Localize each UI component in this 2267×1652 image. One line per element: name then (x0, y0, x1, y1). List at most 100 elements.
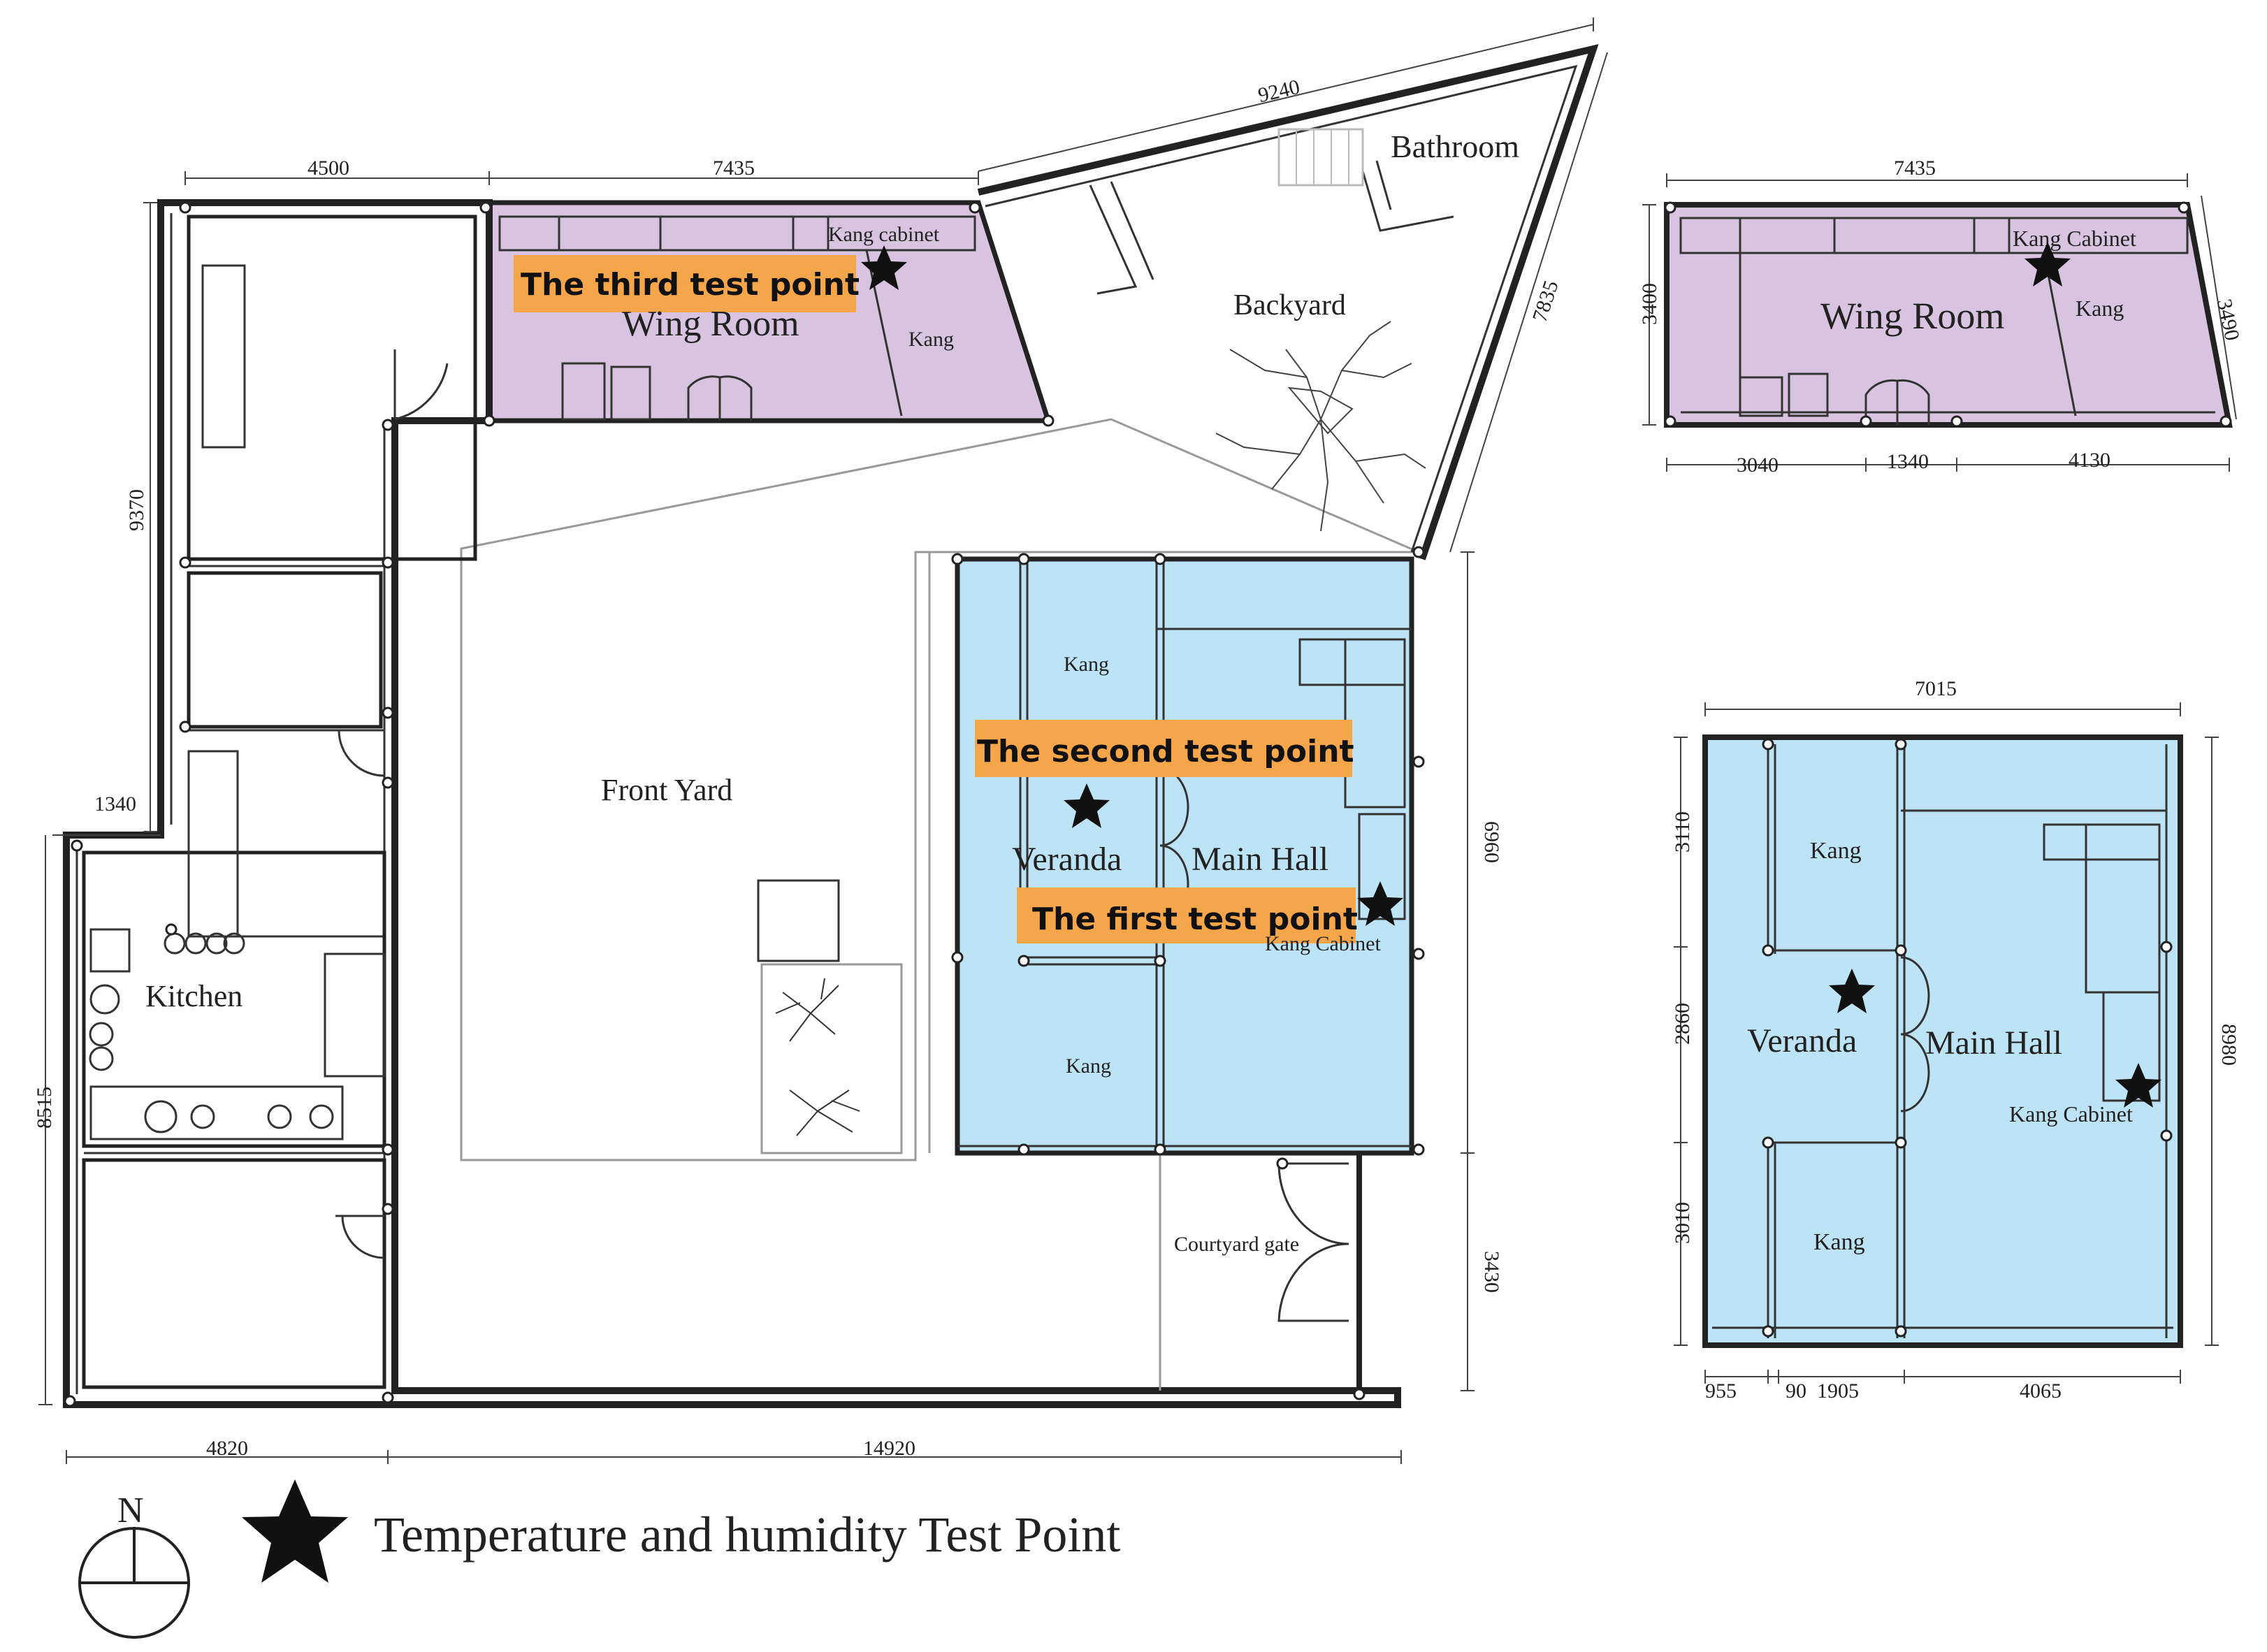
front-yard-label: Front Yard (601, 773, 732, 807)
second-test-point-label: The second test point (977, 734, 1354, 769)
south-west-room (82, 1158, 386, 1389)
wing-detail-strip (1679, 217, 2189, 254)
third-test-point-highlight (514, 255, 856, 312)
stove-burner (190, 1104, 215, 1129)
kitchen-counter (187, 750, 239, 938)
door-swing (335, 1215, 385, 1259)
north-label: N (117, 1491, 144, 1530)
cabinet (89, 928, 131, 973)
wing-detail-room-label: Wing Room (1820, 295, 2004, 337)
main-hall-area (955, 556, 1414, 1156)
hall-detail-dim-bottom-a: 955 (1705, 1379, 1737, 1403)
wing-kang-label: Kang (908, 328, 954, 351)
legend: N Temperature and humidity Test Point (78, 1479, 1120, 1639)
dim-top-left: 4500 (307, 157, 349, 180)
planter-bed (760, 963, 903, 1154)
west-storage-room (187, 215, 477, 561)
dim-left-upper: 9370 (125, 489, 148, 531)
bathroom-stair (1277, 128, 1364, 187)
wing-detail-kang-divider (2043, 252, 2077, 416)
veranda-label: Veranda (1012, 841, 1122, 878)
stove-burner (267, 1104, 292, 1129)
dim-left-step: 1340 (94, 792, 136, 816)
wing-detail-dimension-lines (1642, 173, 2237, 472)
jar (184, 932, 207, 955)
wing-box (610, 365, 651, 421)
dim-right-gate: 3430 (1480, 1251, 1503, 1293)
wing-detail-door (1864, 379, 1930, 425)
wing-kang-divider (865, 249, 903, 416)
door-swing (335, 729, 385, 777)
hall-detail-dim-bottom-b: 90 (1786, 1379, 1806, 1403)
legend-label: Temperature and humidity Test Point (374, 1507, 1120, 1563)
jar (89, 984, 120, 1015)
dim-bottom-right: 14920 (863, 1437, 915, 1460)
hall-kang-cabinet-label: Kang Cabinet (1265, 932, 1381, 955)
hall-detail-dim-left-b: 2860 (1671, 1003, 1694, 1045)
main-dimension-lines (38, 17, 1608, 1464)
wing-detail-dim-bottom-a: 3040 (1737, 454, 1779, 477)
backyard-tree-icon (1215, 321, 1426, 532)
hall-detail-dim-bottom-d: 4065 (2020, 1379, 2062, 1403)
dim-left-lower: 8515 (33, 1087, 56, 1129)
hall-detail-kang-south-label: Kang (1813, 1229, 1865, 1255)
courtyard-gate-label: Courtyard gate (1174, 1233, 1299, 1256)
wing-detail-dim-bottom-c: 4130 (2069, 449, 2110, 472)
wing-detail-dim-right: 3490 (2212, 297, 2244, 343)
hall-detail-dim-bottom-c: 1905 (1817, 1379, 1859, 1403)
wing-detail-dim-top: 7435 (1894, 157, 1936, 180)
jar (89, 1046, 114, 1071)
hall-detail-dim-right: 8980 (2217, 1024, 2240, 1066)
wing-box (561, 362, 606, 421)
jar (164, 932, 186, 955)
dim-diagonal-right: 7835 (1528, 278, 1563, 325)
first-test-point-label: The first test point (1032, 901, 1358, 937)
second-test-point-highlight (975, 720, 1352, 777)
hall-detail-kang-north-label: Kang (1810, 838, 1862, 864)
main-hall-label: Main Hall (1192, 841, 1328, 878)
wing-detail-dim-left: 3400 (1638, 283, 1661, 325)
kang-cabinet-block (1358, 813, 1406, 920)
dim-top-wing: 7435 (713, 157, 755, 180)
stove-burner (309, 1104, 334, 1129)
west-wing-walls (63, 199, 1401, 1408)
hall-detail-dimension-lines (1674, 702, 2219, 1384)
hall-detail-kang-cabinet-label: Kang Cabinet (2009, 1101, 2133, 1126)
door-swing (393, 349, 449, 421)
wing-detail-kang-cabinet-label: Kang Cabinet (2013, 226, 2136, 251)
hall-detail-dim-left-c: 3010 (1671, 1202, 1694, 1244)
third-test-point-label: The third test point (521, 267, 860, 303)
kitchen-shelf (324, 952, 386, 1078)
jar (205, 932, 228, 955)
dim-diagonal-top: 9240 (1256, 75, 1302, 108)
wing-room-label: Wing Room (622, 304, 799, 344)
wing-cabinet-strip (498, 215, 976, 252)
legend-star-icon (242, 1479, 348, 1583)
bathroom-label: Bathroom (1391, 129, 1519, 164)
planter-box (757, 879, 840, 962)
wing-detail-kang-label: Kang (2076, 296, 2124, 321)
wing-detail-box (1739, 376, 1783, 417)
dim-right-hall: 6960 (1480, 821, 1503, 863)
hall-detail-veranda-label: Veranda (1747, 1022, 1857, 1059)
main-floor-plan: Bathroom Backyard Wing Room Kang Kang ca… (33, 17, 1608, 1464)
main-hall-detail: Kang Kang Veranda Main Hall Kang Cabinet… (1671, 677, 2240, 1403)
hall-detail-dim-left-a: 3110 (1671, 811, 1694, 853)
wing-detail-box (1788, 372, 1829, 417)
hall-kang-north-label: Kang (1064, 653, 1109, 676)
courtyard-gate-door (1277, 1162, 1349, 1322)
jar (89, 1022, 114, 1047)
stove-burner (144, 1100, 178, 1133)
bathroom-wall (1361, 160, 1454, 232)
hall-kang-south-label: Kang (1066, 1055, 1111, 1078)
planter-plant-icon (775, 978, 860, 1136)
wing-kang-cabinet-label: Kang cabinet (828, 223, 940, 246)
wall-joints (64, 201, 1425, 1407)
backyard-label: Backyard (1233, 289, 1346, 321)
hall-detail-door (1900, 956, 1930, 1113)
hall-detail-main-hall-label: Main Hall (1925, 1024, 2062, 1062)
west-room-2 (187, 571, 383, 729)
backyard-walls (977, 44, 1599, 560)
backyard-inner-wall (985, 64, 1578, 553)
